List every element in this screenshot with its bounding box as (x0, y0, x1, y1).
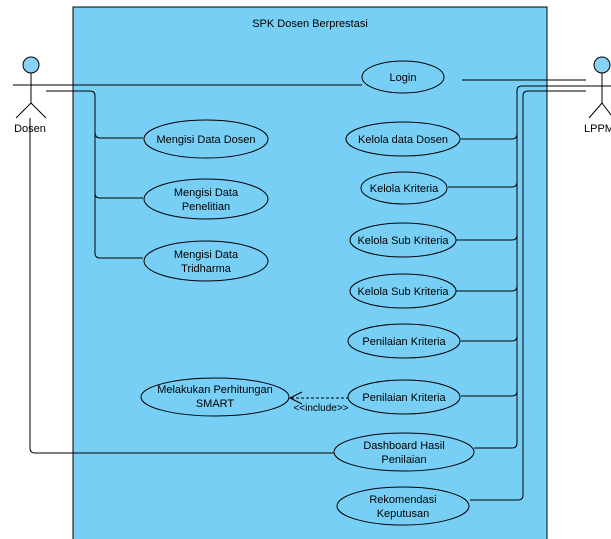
usecase-mengisi-data-penelitian-label-1: Mengisi Data (174, 187, 239, 199)
usecase-mengisi-data-dosen: Mengisi Data Dosen (143, 119, 269, 159)
usecase-kelola-sub-kriteria-1: Kelola Sub Kriteria (349, 222, 457, 258)
usecase-mengisi-data-penelitian: Mengisi Data Penelitian (143, 178, 269, 220)
include-relationship: <<include>> (288, 391, 349, 414)
include-arrowhead (288, 391, 303, 405)
system-title: SPK Dosen Berprestasi (252, 18, 368, 30)
usecase-kelola-sub-kriteria-2: Kelola Sub Kriteria (349, 273, 457, 309)
assoc-lppm-trunk-a (474, 85, 586, 449)
usecase-mengisi-data-tridharma: Mengisi Data Tridharma (143, 240, 269, 282)
usecase-mengisi-data-dosen-label: Mengisi Data Dosen (156, 134, 255, 146)
usecase-kelola-data-dosen: Kelola data Dosen (345, 121, 461, 157)
assoc-dosen-dashboard (29, 118, 334, 454)
usecase-login: Login (361, 60, 445, 94)
assoc-lppm-kelola-data-dosen (461, 133, 518, 140)
assoc-lppm-trunk-b (470, 90, 586, 501)
usecase-melakukan-perhitungan-smart-label-2: SMART (196, 398, 235, 410)
usecase-kelola-sub-kriteria-1-label: Kelola Sub Kriteria (357, 235, 449, 247)
include-label: <<include>> (293, 403, 348, 414)
usecase-dashboard-hasil-penilaian-label-2: Penilaian (381, 454, 426, 466)
usecase-rekomendasi-keputusan-label-1: Rekomendasi (369, 494, 436, 506)
usecase-penilaian-kriteria-1-label: Penilaian Kriteria (362, 336, 446, 348)
actor-dosen (13, 56, 49, 119)
usecase-kelola-kriteria-label: Kelola Kriteria (370, 183, 439, 195)
actor-dosen-label: Dosen (14, 123, 46, 135)
assoc-dosen-trunk (46, 90, 143, 259)
usecase-dashboard-hasil-penilaian: Dashboard Hasil Penilaian (333, 432, 475, 472)
usecase-mengisi-data-tridharma-label-2: Tridharma (181, 263, 232, 275)
actor-dosen-head (22, 56, 40, 74)
system-boundary (72, 6, 548, 539)
assoc-lppm-penilaian-kriteria-1 (461, 335, 518, 342)
assoc-dosen-mengisi-data-penelitian (94, 192, 143, 199)
assoc-lppm-penilaian-kriteria-2 (461, 390, 518, 397)
usecase-rekomendasi-keputusan: Rekomendasi Keputusan (336, 486, 470, 526)
usecase-mengisi-data-tridharma-label-1: Mengisi Data (174, 249, 239, 261)
usecase-melakukan-perhitungan-smart-label-1: Melakukan Perhitungan (157, 384, 273, 396)
usecase-penilaian-kriteria-2-label: Penilaian Kriteria (362, 392, 446, 404)
usecase-kelola-data-dosen-label: Kelola data Dosen (358, 134, 448, 146)
dosen-associations (29, 84, 362, 454)
usecase-kelola-kriteria: Kelola Kriteria (360, 171, 448, 205)
usecase-penilaian-kriteria-1: Penilaian Kriteria (347, 323, 461, 359)
usecase-rekomendasi-keputusan-label-2: Keputusan (377, 508, 430, 520)
usecase-penilaian-kriteria-2: Penilaian Kriteria (347, 379, 461, 415)
usecase-melakukan-perhitungan-smart: Melakukan Perhitungan SMART (140, 377, 290, 417)
actor-lppm (586, 56, 611, 119)
actor-lppm-label: LPPM (584, 123, 611, 135)
usecase-mengisi-data-penelitian-label-2: Penelitian (182, 201, 230, 213)
assoc-lppm-kelola-sub-kriteria-2 (456, 285, 518, 292)
usecase-dashboard-hasil-penilaian-label-1: Dashboard Hasil (363, 440, 444, 452)
actor-lppm-head (593, 56, 611, 74)
usecase-kelola-sub-kriteria-2-label: Kelola Sub Kriteria (357, 286, 449, 298)
assoc-lppm-kelola-sub-kriteria-1 (456, 234, 518, 241)
assoc-lppm-kelola-kriteria (448, 181, 518, 188)
usecase-login-label: Login (390, 72, 417, 84)
assoc-dosen-mengisi-data-dosen (94, 131, 143, 139)
lppm-associations (448, 79, 586, 501)
